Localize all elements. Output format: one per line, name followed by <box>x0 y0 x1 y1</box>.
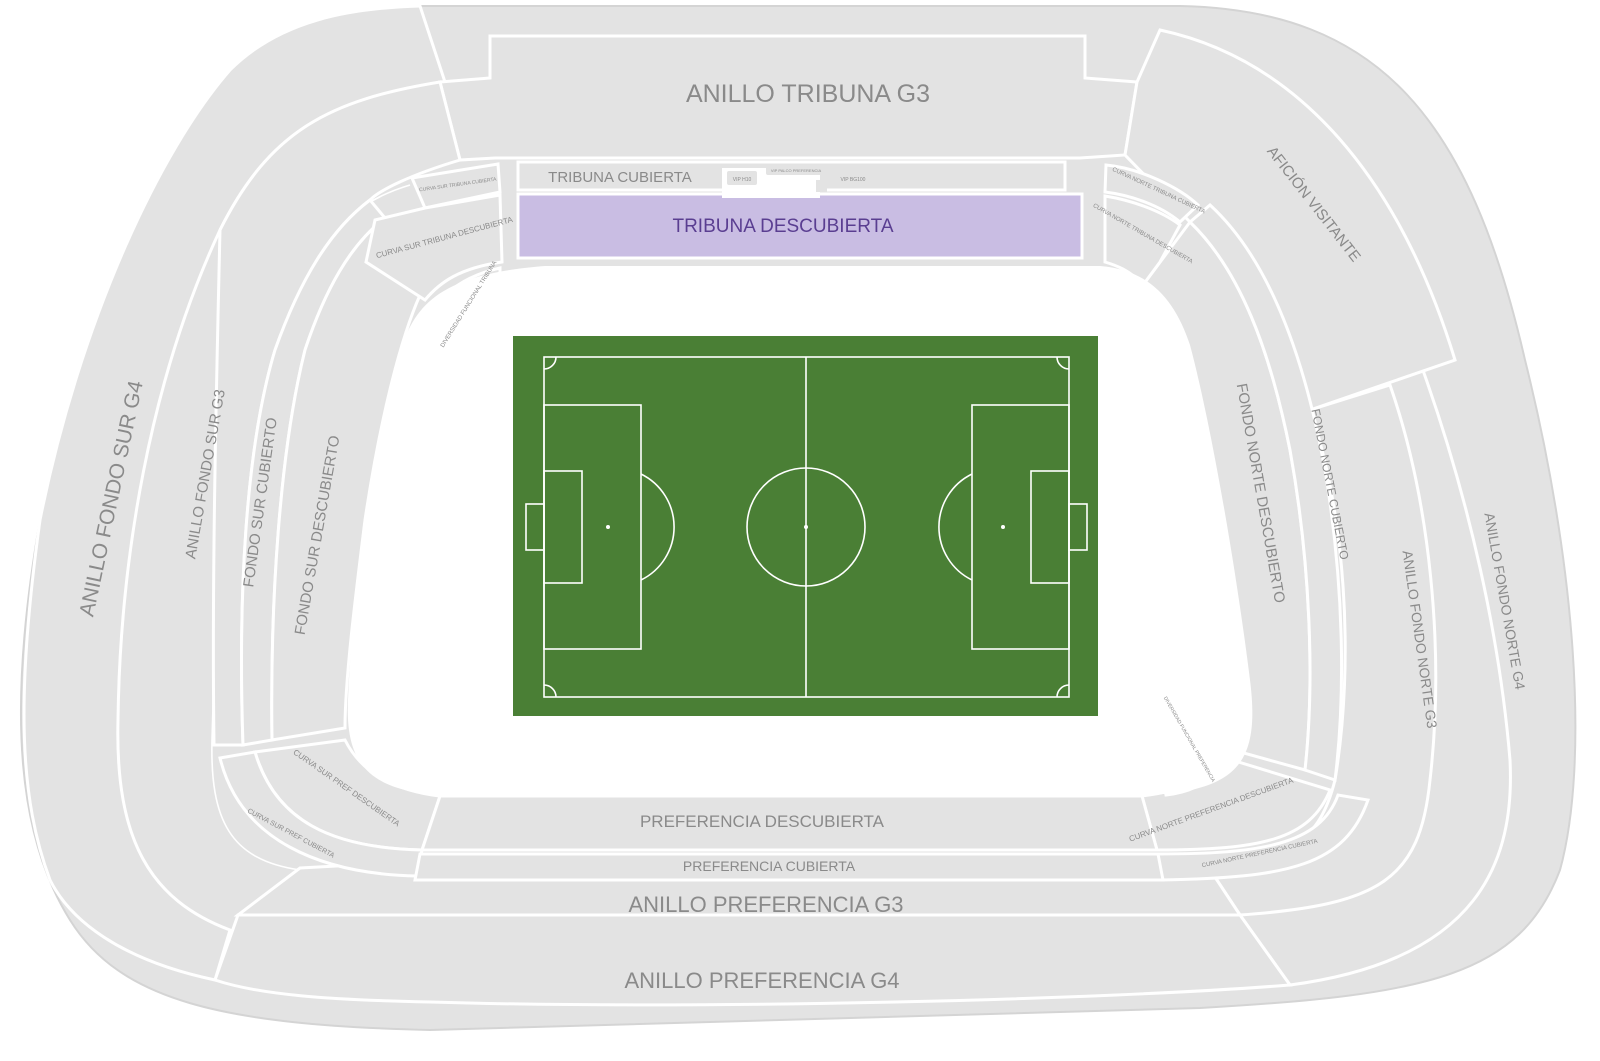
vip-box-right[interactable] <box>837 171 870 185</box>
label-preferencia-descubierta: PREFERENCIA DESCUBIERTA <box>640 812 885 831</box>
section-fondo-norte-cubierto[interactable] <box>1187 202 1344 783</box>
vip-box-left[interactable] <box>727 171 757 185</box>
section-curva-norte-tribuna-cubierta[interactable] <box>1103 163 1201 225</box>
label-anillo-preferencia-g3: ANILLO PREFERENCIA G3 <box>628 892 903 917</box>
section-anillo-fondo-sur-g4[interactable] <box>22 4 447 982</box>
section-anillo-preferencia-g4[interactable] <box>213 913 1293 1007</box>
section-curva-sur-tribuna-cubierta[interactable] <box>409 162 502 210</box>
label-tribuna-descubierta: TRIBUNA DESCUBIERTA <box>672 216 893 237</box>
section-tribuna-descubierta[interactable] <box>516 192 1084 260</box>
label-anillo-preferencia-g4: ANILLO PREFERENCIA G4 <box>624 968 899 993</box>
vip-box-small[interactable] <box>816 180 827 192</box>
label-anillo-tribuna-g3: ANILLO TRIBUNA G3 <box>686 80 930 108</box>
label-vip-right: VIP BG100 <box>841 177 866 183</box>
section-curva-sur-tribuna-descubierta[interactable] <box>364 193 504 302</box>
vip-box-palco[interactable] <box>766 165 826 175</box>
label-preferencia-cubierta: PREFERENCIA CUBIERTA <box>683 858 856 874</box>
label-tribuna-cubierta: TRIBUNA CUBIERTA <box>548 169 692 186</box>
label-vip-left: VIP H10 <box>733 177 752 183</box>
section-curva-norte-tribuna-descubierta[interactable] <box>1103 194 1182 288</box>
section-preferencia-descubierta[interactable] <box>419 794 1159 852</box>
section-preferencia-cubierta[interactable] <box>413 852 1165 882</box>
section-curva-norte-pref-cubierta[interactable] <box>1155 793 1371 882</box>
section-anillo-fondo-norte-g3[interactable] <box>1202 383 1438 917</box>
label-vip-palco: VIP PALCO PREFERENCIA <box>771 168 822 173</box>
football-pitch <box>513 336 1098 716</box>
